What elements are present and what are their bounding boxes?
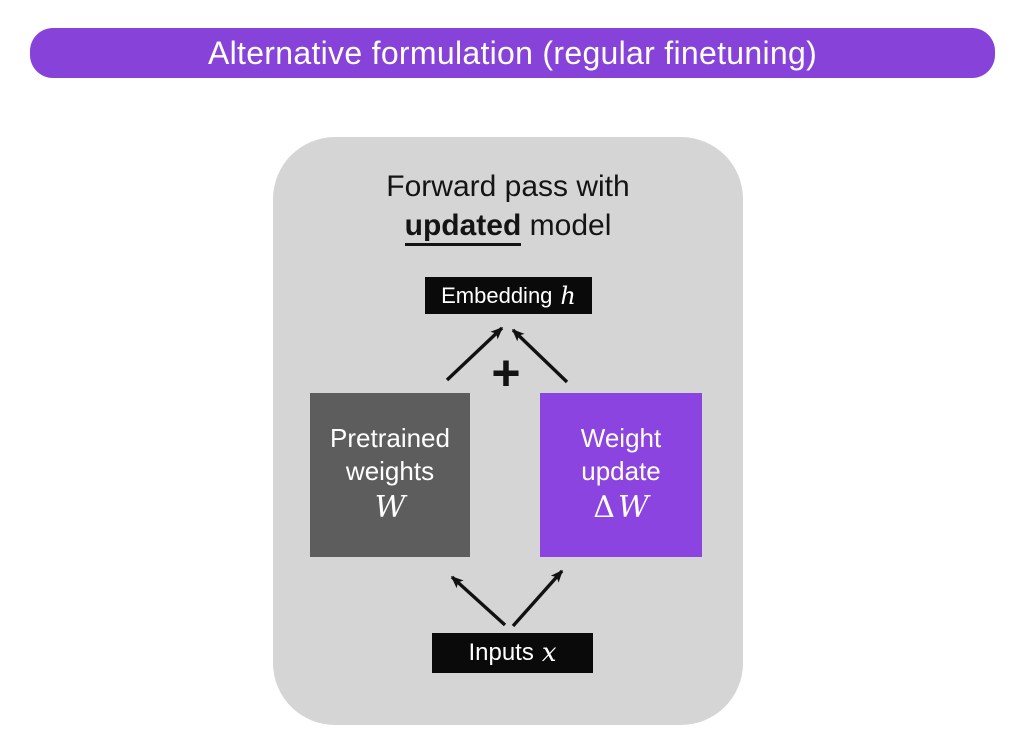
inputs-label: Inputs xyxy=(468,639,534,666)
pretrained-label-line1: Pretrained xyxy=(330,423,450,453)
pretrained-symbol: W xyxy=(374,490,406,525)
embedding-label: Embedding xyxy=(441,282,553,308)
panel-title: Forward pass with updated model xyxy=(273,167,743,246)
panel-title-line2: updated model xyxy=(273,206,743,246)
inputs-symbol: x xyxy=(541,638,557,668)
panel-title-line2-rest: model xyxy=(521,209,612,242)
banner-title: Alternative formulation (regular finetun… xyxy=(207,34,818,71)
w-symbol: W xyxy=(617,490,649,525)
panel-title-emphasis: updated xyxy=(404,209,522,246)
arrow-inputs-to-weightupdate xyxy=(511,569,564,628)
diagram-panel: Forward pass with updated model Embeddin… xyxy=(273,137,743,725)
pretrained-weights-node: Pretrained weights W xyxy=(310,393,470,557)
arrow-inputs-to-pretrained xyxy=(450,575,507,627)
embedding-symbol: h xyxy=(560,281,576,310)
pretrained-label-line2: weights xyxy=(345,456,435,486)
title-banner: Alternative formulation (regular finetun… xyxy=(30,28,995,78)
weight-update-label-line1: Weight xyxy=(580,423,662,453)
weight-update-label-line2: update xyxy=(581,456,661,486)
plus-operator: + xyxy=(491,345,521,401)
embedding-node: Embedding h xyxy=(425,277,592,314)
delta-symbol: Δ xyxy=(593,490,615,525)
panel-title-line1: Forward pass with xyxy=(386,170,630,203)
